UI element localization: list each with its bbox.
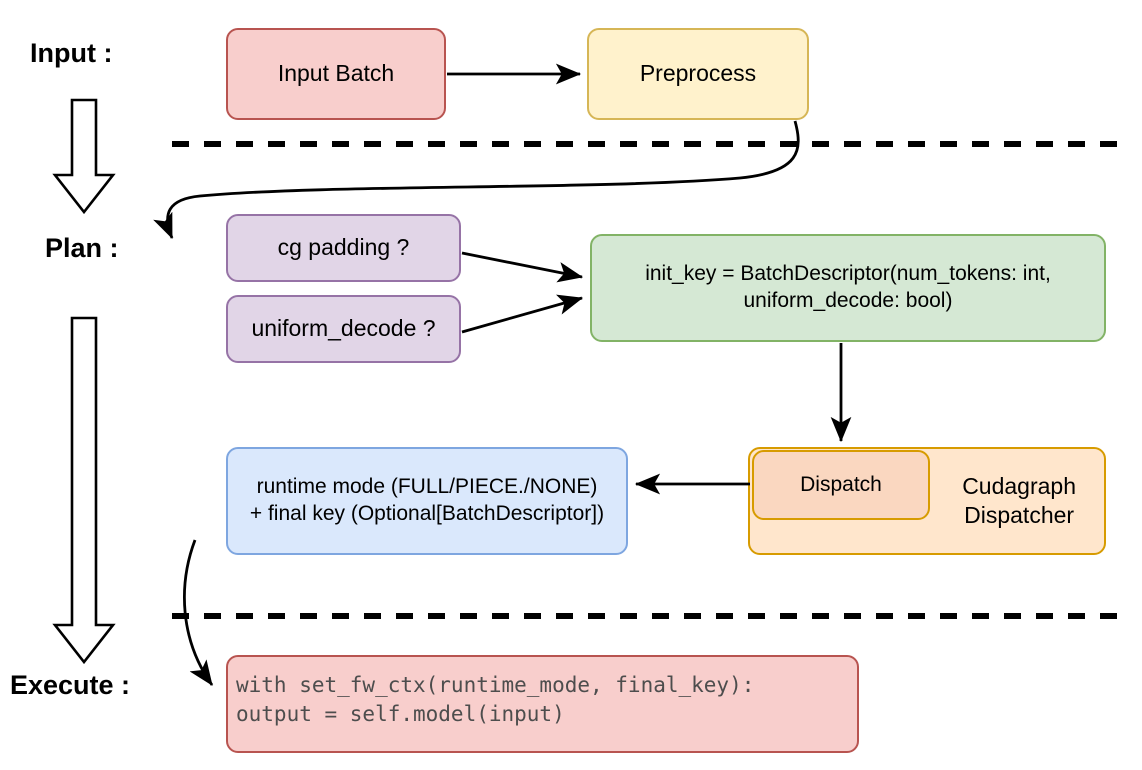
node-dispatch-label: Dispatch (800, 472, 882, 496)
flow-arrow-plan-to-execute (52, 316, 116, 665)
node-exec-code[interactable]: with set_fw_ctx(runtime_mode, final_key)… (226, 655, 859, 753)
node-cg-padding[interactable]: cg padding ? (226, 214, 461, 282)
stage-label-execute: Execute : (10, 670, 131, 700)
node-uniform-decode-label: uniform_decode ? (251, 315, 436, 342)
node-runtime-mode-label: runtime mode (FULL/PIECE./NONE) + final … (249, 475, 605, 525)
node-input-batch-label: Input Batch (277, 60, 395, 87)
node-uniform-decode[interactable]: uniform_decode ? (226, 295, 461, 363)
stage-label-plan: Plan : (45, 233, 119, 263)
node-input-batch[interactable]: Input Batch (226, 28, 446, 120)
edge-uniform-decode-to-init-key (461, 294, 584, 334)
node-init-key[interactable]: init_key = BatchDescriptor(num_tokens: i… (590, 234, 1106, 342)
node-cg-padding-label: cg padding ? (277, 234, 410, 261)
node-preprocess[interactable]: Preprocess (587, 28, 809, 120)
node-dispatch[interactable]: Dispatch (752, 450, 930, 520)
edge-cg-padding-to-init-key (461, 251, 584, 283)
node-exec-code-label: with set_fw_ctx(runtime_mode, final_key)… (236, 673, 755, 726)
flow-arrow-input-to-plan (52, 98, 116, 215)
node-preprocess-label: Preprocess (639, 60, 757, 87)
node-cudagraph-dispatcher-label: Cudagraph Dispatcher (962, 472, 1076, 528)
node-init-key-label: init_key = BatchDescriptor(num_tokens: i… (645, 262, 1051, 312)
node-runtime-mode[interactable]: runtime mode (FULL/PIECE./NONE) + final … (226, 447, 628, 555)
edge-runtime-mode-to-exec-code (183, 539, 214, 686)
stage-label-input: Input : (30, 38, 113, 68)
